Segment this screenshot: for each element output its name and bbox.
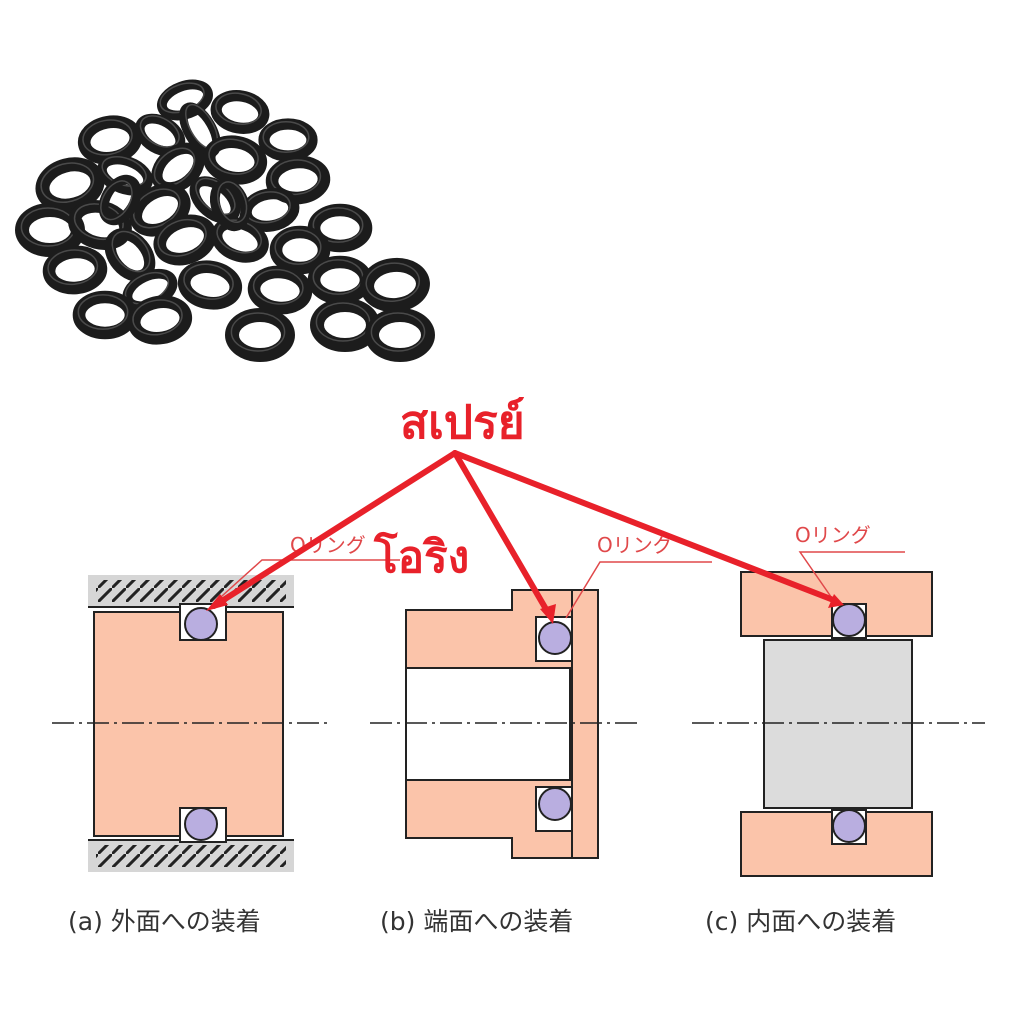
oring-photo-highlight [111, 230, 151, 273]
oring-photo-highlight [312, 207, 364, 243]
oring-bottom-c [832, 809, 866, 843]
oring-photo-highlight [132, 299, 183, 336]
oring-photo-highlight [230, 312, 286, 352]
oring-photo-highlight [215, 92, 262, 125]
oring-top-c [832, 603, 866, 637]
oring-photo-highlight [40, 162, 95, 203]
oring-bottom-b [538, 787, 572, 821]
shaft-c [763, 639, 913, 809]
oring-photo-highlight [270, 159, 322, 196]
diagram-b-end-face-mounting: Oリング (b) 端面への装着 [380, 533, 712, 936]
oring-top-b [538, 621, 572, 655]
spray-annotation: สเปรย์ [400, 395, 525, 449]
oring-photo-highlight [47, 249, 99, 286]
caption-a: (a) 外面への装着 [68, 907, 261, 936]
oring-photo-highlight [370, 312, 426, 352]
caption-b: (b) 端面への装着 [380, 907, 573, 936]
oring-photo-highlight [208, 138, 259, 175]
oring-photo-highlight [183, 263, 234, 300]
oring-photo-highlight [262, 121, 310, 153]
orings-photo [15, 79, 435, 362]
oring-photo-highlight [77, 294, 129, 330]
spray-arrows [211, 450, 839, 619]
oring-photo-highlight [365, 262, 421, 303]
oring-label-c: Oリング [795, 523, 871, 547]
hatch-top [96, 580, 286, 602]
oring-photo-highlight [100, 180, 133, 221]
caption-c: (c) 内面への装着 [705, 907, 896, 936]
bore-b [405, 667, 571, 781]
oring-photo-highlight [157, 218, 207, 257]
oring-photo-ring [127, 295, 193, 345]
oring-photo-highlight [132, 188, 181, 229]
oring-photo-highlight [216, 181, 248, 224]
part-body-a [93, 611, 284, 837]
oring-bottom-a [184, 807, 218, 841]
oring-photo-highlight [252, 268, 304, 305]
oring-photo-highlight [82, 119, 133, 156]
diagram-c-internal-mounting: Oリング (c) 内面への装着 [705, 523, 933, 936]
oring-photo-highlight [139, 115, 180, 148]
oring-top-a [184, 607, 218, 641]
oring-label-b: Oリング [597, 533, 673, 557]
oring-photo-highlight [274, 229, 322, 265]
oring-thai-annotation: โอริง [373, 530, 469, 583]
arrow-heads [206, 594, 844, 624]
oring-photo-ring [210, 90, 270, 134]
oring-photo-highlight [153, 147, 196, 187]
diagram-a-external-mounting: Oリング (a) 外面への装着 [68, 533, 400, 936]
hatch-bottom [96, 845, 286, 867]
